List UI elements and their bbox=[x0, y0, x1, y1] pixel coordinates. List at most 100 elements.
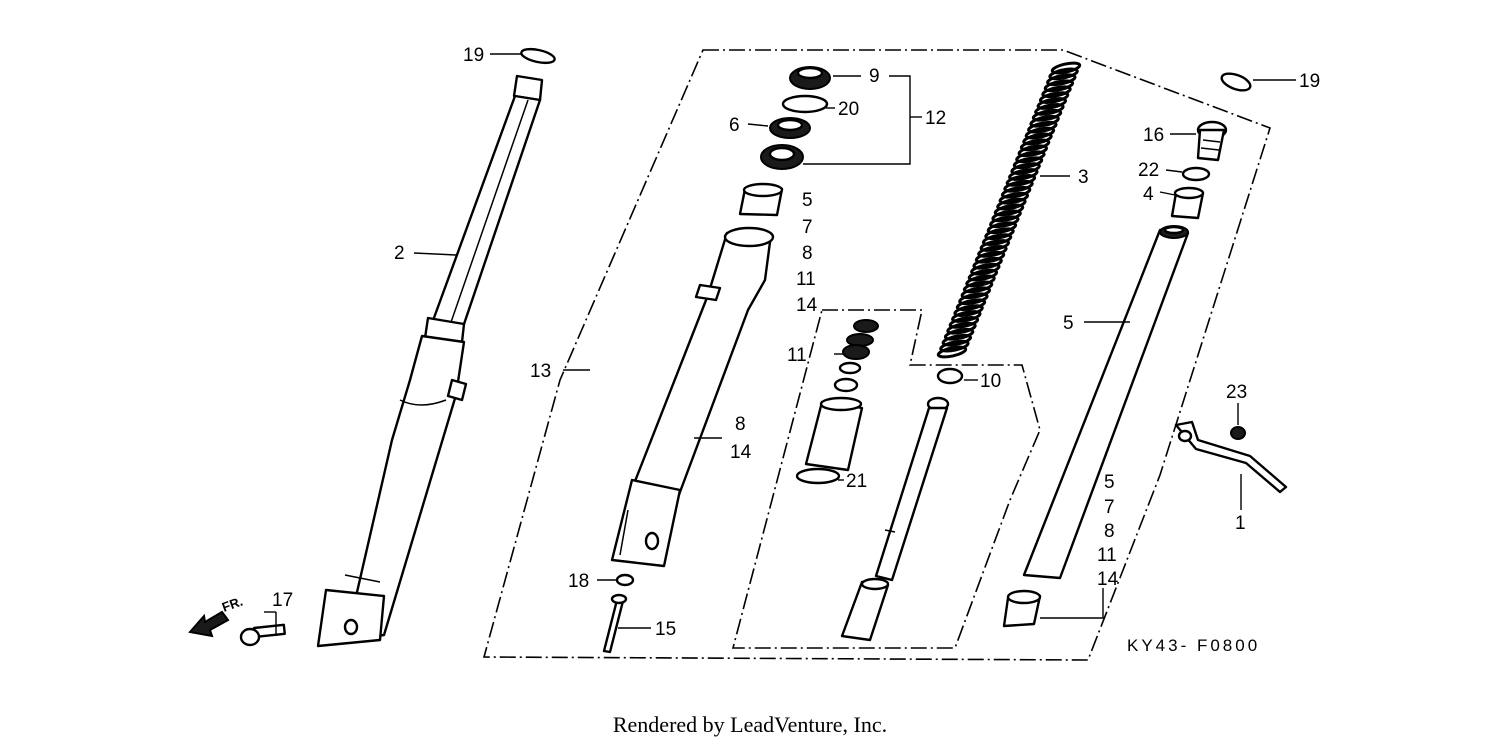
socket-bolt-15 bbox=[602, 593, 628, 654]
callout-16: 16 bbox=[1143, 125, 1164, 146]
spring-coil bbox=[989, 215, 1020, 229]
callout-5-lower-stack: 5 bbox=[1104, 472, 1115, 493]
callout-21: 21 bbox=[846, 471, 867, 492]
slide-bushing-4 bbox=[1170, 186, 1205, 220]
guide-bushing-5 bbox=[738, 182, 784, 217]
spring-coil bbox=[1036, 97, 1068, 110]
spring-coil bbox=[1017, 144, 1049, 158]
fork-pipe-5 bbox=[1022, 225, 1190, 580]
spring-coil bbox=[1012, 156, 1044, 170]
front-direction-arrow bbox=[188, 610, 230, 638]
callout-5-pipe: 5 bbox=[1063, 313, 1074, 334]
spring-coil bbox=[1027, 120, 1058, 134]
spring-coil bbox=[955, 298, 987, 312]
brake-hose-guide-1 bbox=[1174, 420, 1288, 494]
spring-coil bbox=[1029, 114, 1060, 128]
dust-seal-9 bbox=[789, 66, 831, 90]
callout-4: 4 bbox=[1143, 184, 1154, 205]
callout-17: 17 bbox=[272, 590, 293, 611]
callout-2: 2 bbox=[394, 243, 405, 264]
callout-3: 3 bbox=[1078, 167, 1089, 188]
spring-coil bbox=[965, 274, 996, 288]
callout-12: 12 bbox=[925, 108, 946, 129]
slide-bushing-21 bbox=[795, 467, 841, 485]
callout-7-stack: 7 bbox=[802, 217, 813, 238]
spring-coil bbox=[993, 203, 1025, 217]
stopper-ring-20 bbox=[781, 94, 829, 114]
callout-14-stack: 14 bbox=[796, 295, 818, 316]
spring-coil bbox=[986, 221, 1018, 235]
socket-bolt-17 bbox=[239, 623, 286, 647]
fork-leg-left bbox=[316, 74, 544, 648]
spring-coil bbox=[1031, 108, 1063, 122]
spring-coil bbox=[1010, 162, 1041, 175]
spring-coil bbox=[948, 316, 980, 329]
spring-coil bbox=[1034, 103, 1065, 116]
spring-coil bbox=[1022, 132, 1053, 146]
callout-8-stack: 8 bbox=[802, 243, 813, 264]
callout-6: 6 bbox=[729, 115, 740, 136]
backup-ring bbox=[760, 144, 804, 170]
spring-coil bbox=[953, 304, 984, 317]
spring-coil bbox=[1048, 67, 1079, 81]
fork-spring-3 bbox=[936, 61, 1082, 359]
spring-coil bbox=[939, 339, 970, 353]
front-direction-label: FR. bbox=[220, 594, 245, 615]
callouts: 19 2 17 13 9 20 12 6 5 7 8 11 14 11 8 14… bbox=[272, 45, 1320, 640]
callout-14-lower-stack: 14 bbox=[1097, 569, 1119, 590]
spring-coil bbox=[970, 262, 1001, 276]
callout-10: 10 bbox=[980, 371, 1001, 392]
oil-lock-piece-10 bbox=[936, 367, 964, 385]
spring-coil bbox=[962, 280, 994, 294]
spring-coil bbox=[1000, 185, 1032, 199]
spring-coil bbox=[974, 250, 1006, 264]
spring-coil bbox=[958, 292, 989, 306]
spring-coil bbox=[998, 191, 1030, 205]
callout-19-right: 19 bbox=[1299, 71, 1320, 92]
piston-ring-sleeve bbox=[804, 396, 864, 472]
callout-11-stack: 11 bbox=[796, 269, 816, 290]
o-ring-19-left bbox=[520, 47, 556, 65]
spring-coil bbox=[1019, 138, 1051, 152]
spring-coil bbox=[977, 245, 1008, 258]
callout-7-lower-stack: 7 bbox=[1104, 497, 1115, 518]
spring-coil bbox=[981, 233, 1013, 246]
callout-23: 23 bbox=[1226, 382, 1247, 403]
callout-15: 15 bbox=[655, 619, 676, 640]
damper-rod bbox=[840, 396, 950, 642]
spring-coil bbox=[1050, 61, 1082, 75]
spring-coil bbox=[1041, 85, 1072, 99]
callout-8-case: 8 bbox=[735, 414, 746, 435]
callout-11-damper: 11 bbox=[787, 345, 807, 366]
leader-lines bbox=[264, 53, 1296, 636]
spring-coil bbox=[996, 197, 1027, 211]
callout-11-lower-stack: 11 bbox=[1097, 545, 1117, 566]
spring-coil bbox=[1003, 179, 1034, 193]
sealing-washer-18 bbox=[615, 573, 635, 587]
callout-13: 13 bbox=[530, 361, 551, 382]
callout-20: 20 bbox=[838, 99, 859, 120]
spring-coil bbox=[1038, 91, 1070, 104]
nut-23 bbox=[1230, 426, 1246, 440]
spring-coil bbox=[1046, 73, 1077, 87]
spring-coil bbox=[943, 327, 975, 341]
assembly-boundary-11 bbox=[731, 309, 1041, 649]
spring-coil bbox=[979, 239, 1011, 252]
spring-coil bbox=[960, 286, 992, 300]
spring-coil bbox=[1015, 150, 1046, 164]
spring-coil bbox=[1008, 168, 1039, 181]
assembly-boundary-13 bbox=[482, 49, 1271, 661]
o-ring-19-right bbox=[1220, 72, 1252, 92]
spring-coil bbox=[941, 333, 973, 347]
spring-coil bbox=[984, 227, 1015, 241]
callout-5-stack: 5 bbox=[802, 190, 813, 211]
callout-8-lower-stack: 8 bbox=[1104, 521, 1115, 542]
spring-coil bbox=[1005, 174, 1037, 187]
o-ring-22 bbox=[1181, 166, 1211, 182]
spring-coil bbox=[967, 268, 999, 282]
rendered-by-footer: Rendered by LeadVenture, Inc. bbox=[612, 712, 888, 737]
spring-coil bbox=[1043, 79, 1075, 93]
fork-bolt-16 bbox=[1196, 120, 1228, 162]
callout-9: 9 bbox=[869, 66, 880, 87]
